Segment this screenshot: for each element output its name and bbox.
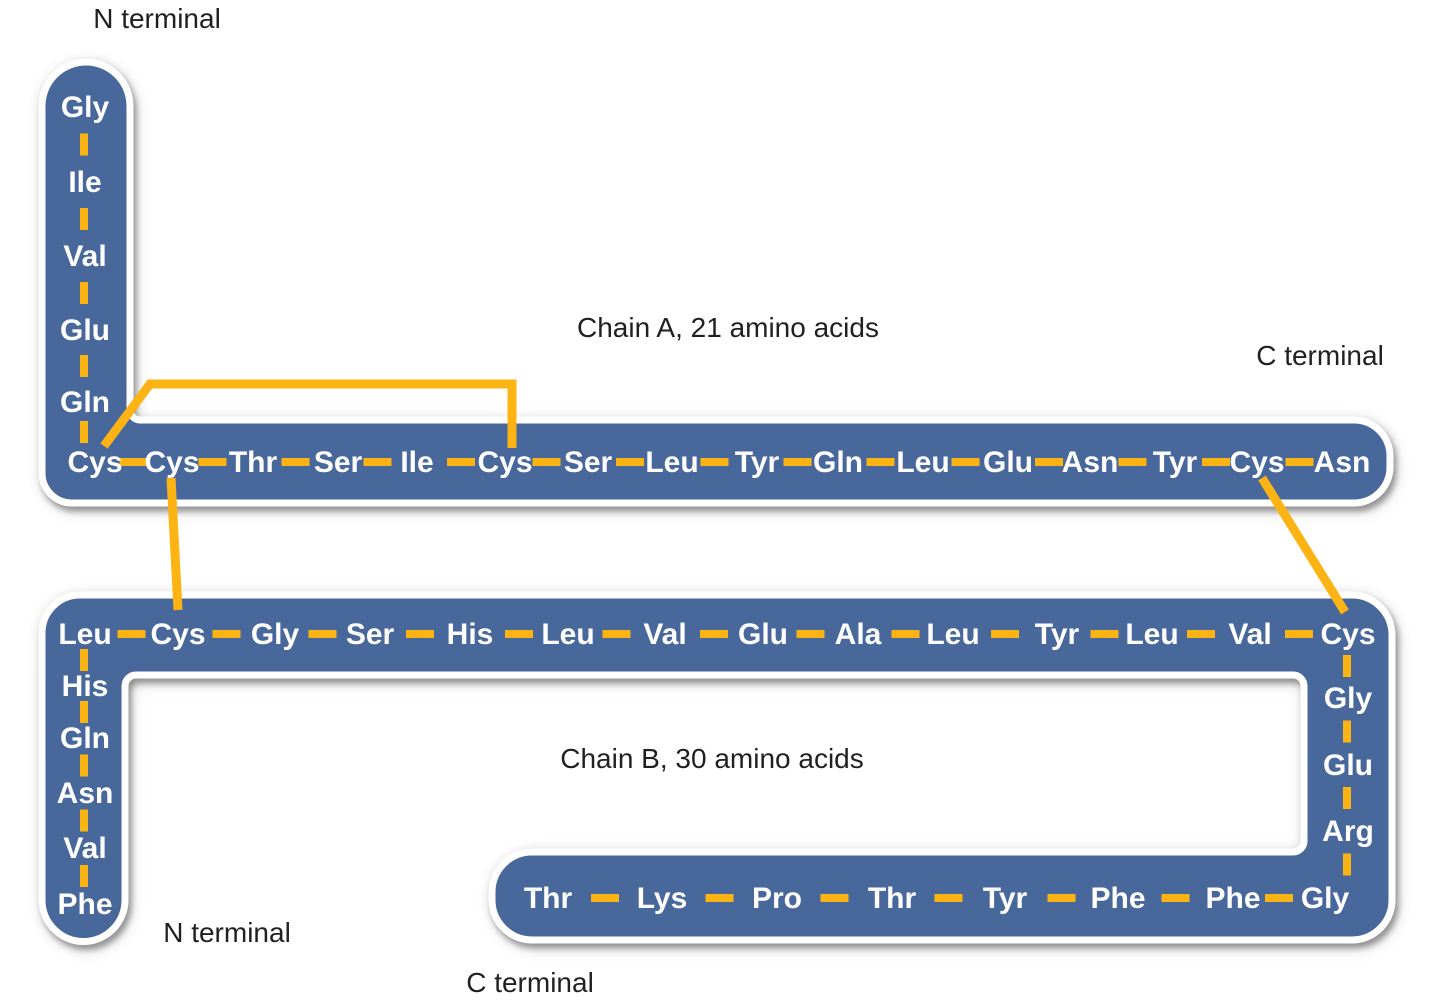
- residue: Cys: [150, 618, 205, 651]
- residue: Gly: [1324, 682, 1373, 715]
- residue: Gln: [60, 722, 110, 755]
- chain-b-backbone: [38, 591, 1396, 945]
- chain-b-caption: Chain B, 30 amino acids: [560, 743, 864, 774]
- disulfide-bond-a20-b19: [1258, 475, 1349, 615]
- residue: Cys: [1320, 618, 1375, 651]
- residue: Gly: [61, 91, 110, 124]
- residue: Cys: [1229, 446, 1284, 479]
- residue: Ile: [400, 446, 433, 479]
- residue: Glu: [60, 314, 110, 347]
- residue: Val: [1228, 618, 1271, 651]
- residue: Cys: [67, 446, 122, 479]
- chain-b-c-terminal-label: C terminal: [466, 967, 594, 998]
- chain-a-backbone: [38, 58, 1394, 507]
- residue: Gln: [813, 446, 863, 479]
- residue: Gln: [60, 386, 110, 419]
- residue: Cys: [144, 446, 199, 479]
- residue: Leu: [541, 618, 594, 651]
- residue: Leu: [896, 446, 949, 479]
- residue: Ser: [564, 446, 613, 479]
- residue: Phe: [1205, 882, 1260, 915]
- residue: Lys: [637, 882, 688, 915]
- residue: Asn: [57, 777, 114, 810]
- residue: Thr: [868, 882, 917, 915]
- residue: Asn: [1314, 446, 1371, 479]
- chain-a-n-terminal-label: N terminal: [93, 3, 221, 34]
- residue: Val: [643, 618, 686, 651]
- residue: Phe: [57, 888, 112, 921]
- residue: Ile: [68, 166, 101, 199]
- chain-b-residues: Phe Val Asn Gln His Leu Cys Gly Ser His …: [57, 618, 1376, 921]
- residue: Pro: [752, 882, 802, 915]
- residue: Gly: [251, 618, 300, 651]
- residue: Glu: [738, 618, 788, 651]
- residue: Tyr: [1153, 446, 1198, 479]
- chain-a-caption: Chain A, 21 amino acids: [577, 312, 879, 343]
- residue: Ala: [835, 618, 882, 651]
- residue: Val: [63, 240, 106, 273]
- residue: Leu: [1125, 618, 1178, 651]
- residue: Thr: [229, 446, 278, 479]
- residue: His: [447, 618, 494, 651]
- residue: Gly: [1301, 882, 1350, 915]
- residue: Leu: [926, 618, 979, 651]
- residue: Ser: [314, 446, 363, 479]
- chain-backbones: [38, 58, 1396, 945]
- captions: N terminal Chain A, 21 amino acids C ter…: [93, 3, 1384, 998]
- residue: Val: [63, 832, 106, 865]
- residue: Ser: [346, 618, 395, 651]
- residue: Tyr: [1035, 618, 1080, 651]
- residue: Glu: [1323, 749, 1373, 782]
- residue: Leu: [645, 446, 698, 479]
- residue: Phe: [1090, 882, 1145, 915]
- residue: Glu: [983, 446, 1033, 479]
- disulfide-bonds: [100, 379, 1349, 615]
- residue: His: [62, 670, 109, 703]
- chain-a-c-terminal-label: C terminal: [1256, 340, 1384, 371]
- disulfide-bond-a7-b7: [166, 477, 183, 611]
- chain-a-residues: Gly Ile Val Glu Gln Cys Cys Thr Ser Ile …: [60, 91, 1370, 479]
- residue: Cys: [477, 446, 532, 479]
- residue: Tyr: [983, 882, 1028, 915]
- disulfide-bond-a6-a11: [100, 379, 517, 449]
- residue: Asn: [1062, 446, 1119, 479]
- residue: Leu: [58, 618, 111, 651]
- residue: Tyr: [735, 446, 780, 479]
- residue: Arg: [1322, 815, 1374, 848]
- residue: Thr: [524, 882, 573, 915]
- peptide-bonds-layer: [80, 133, 1351, 902]
- chain-b-n-terminal-label: N terminal: [163, 917, 291, 948]
